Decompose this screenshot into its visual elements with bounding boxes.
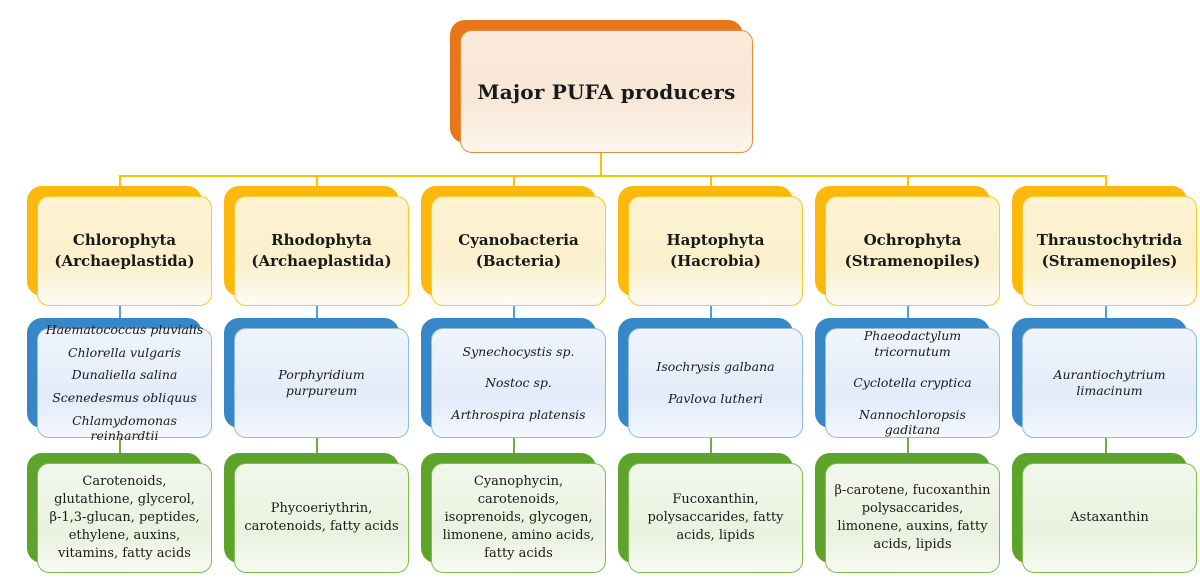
species-name: Chlamydomonas reinhardtii: [72, 412, 177, 444]
species-card: Porphyridium purpureum: [234, 328, 409, 438]
species-node-rhodophyta: Porphyridium purpureum: [224, 318, 409, 438]
connector-stub-green: [513, 437, 515, 454]
taxon-group: (Hacrobia): [669, 252, 762, 270]
species-node-thraustochytrida: Aurantiochytrium limacinum: [1012, 318, 1197, 438]
compounds-card: Fucoxanthin, polysaccarides, fatty acids…: [628, 463, 803, 573]
species-node-chlorophyta: Haematococcus pluvialis Chlorella vulgar…: [27, 318, 212, 443]
species-name: Dunaliella salina: [71, 367, 178, 383]
compounds-node-haptophyta: Fucoxanthin, polysaccarides, fatty acids…: [618, 453, 803, 573]
compounds-node-rhodophyta: Phycoeriythrin, carotenoids, fatty acids: [224, 453, 409, 573]
connector-stub-gold: [1105, 176, 1107, 187]
connector-stub-blue: [710, 305, 712, 319]
species-node-haptophyta: Isochrysis galbana Pavlova lutheri: [618, 318, 803, 438]
compounds-text: Cyanophycin, carotenoids, isoprenoids, g…: [442, 474, 595, 561]
species-name: Scenedesmus obliquus: [52, 390, 197, 405]
species-name: Nostoc sp.: [485, 375, 552, 391]
connector-stub-gold: [119, 176, 121, 187]
connector-stub-blue: [513, 305, 515, 319]
root-node: Major PUFA producers: [450, 20, 753, 153]
taxon-group: (Archaeplastida): [251, 252, 392, 270]
connector-stub-green: [119, 437, 121, 454]
compounds-text: Carotenoids, glutathione, glycerol, β-1,…: [49, 474, 200, 561]
compounds-text: Astaxanthin: [1070, 510, 1149, 526]
compounds-node-thraustochytrida: Astaxanthin: [1012, 453, 1197, 573]
connector-stub-blue: [907, 305, 909, 319]
compounds-text: β-carotene, fucoxanthin polysaccarides, …: [834, 483, 991, 552]
compounds-card: Phycoeriythrin, carotenoids, fatty acids: [234, 463, 409, 573]
compounds-text: Fucoxanthin, polysaccarides, fatty acids…: [647, 492, 784, 543]
connector-crossbar: [119, 175, 1107, 177]
species-name: Synechocystis sp.: [462, 343, 575, 359]
compounds-node-cyanobacteria: Cyanophycin, carotenoids, isoprenoids, g…: [421, 453, 606, 573]
connector-stub-blue: [1105, 305, 1107, 319]
species-card: Aurantiochytrium limacinum: [1022, 328, 1197, 438]
taxon-node-rhodophyta: Rhodophyta (Archaeplastida): [224, 186, 409, 306]
diagram-title: Major PUFA producers: [477, 79, 736, 104]
connector-root-trunk: [600, 152, 602, 176]
taxon-group: (Archaeplastida): [54, 252, 195, 270]
taxon-node-ochrophyta: Ochrophyta (Stramenopiles): [815, 186, 1000, 306]
connector-stub-gold: [907, 176, 909, 187]
taxon-group: (Stramenopiles): [1041, 252, 1178, 270]
root-node-card: Major PUFA producers: [460, 30, 753, 153]
taxon-card: Chlorophyta (Archaeplastida): [37, 196, 212, 306]
species-name: Isochrysis galbana: [656, 359, 775, 375]
taxon-name: Haptophyta: [666, 231, 765, 249]
species-name: Pavlova lutheri: [668, 391, 763, 406]
species-name: Nannochloropsis gaditana: [859, 406, 966, 438]
compounds-node-ochrophyta: β-carotene, fucoxanthin polysaccarides, …: [815, 453, 1000, 573]
connector-stub-green: [1105, 437, 1107, 454]
taxon-node-cyanobacteria: Cyanobacteria (Bacteria): [421, 186, 606, 306]
taxon-node-haptophyta: Haptophyta (Hacrobia): [618, 186, 803, 306]
taxon-name: Cyanobacteria: [458, 231, 579, 249]
connector-stub-blue: [119, 305, 121, 319]
connector-stub-green: [907, 437, 909, 454]
taxon-card: Haptophyta (Hacrobia): [628, 196, 803, 306]
species-node-cyanobacteria: Synechocystis sp. Nostoc sp. Arthrospira…: [421, 318, 606, 438]
taxon-card: Thraustochytrida (Stramenopiles): [1022, 196, 1197, 306]
taxon-node-thraustochytrida: Thraustochytrida (Stramenopiles): [1012, 186, 1197, 306]
compounds-text: Phycoeriythrin, carotenoids, fatty acids: [244, 501, 399, 534]
compounds-card: Cyanophycin, carotenoids, isoprenoids, g…: [431, 463, 606, 573]
species-name: Aurantiochytrium limacinum: [1053, 367, 1166, 398]
species-card: Haematococcus pluvialis Chlorella vulgar…: [37, 322, 212, 443]
taxon-name: Ochrophyta: [863, 231, 962, 249]
taxon-name: Rhodophyta: [271, 231, 372, 249]
species-name: Cyclotella cryptica: [853, 375, 972, 391]
taxon-node-chlorophyta: Chlorophyta (Archaeplastida): [27, 186, 212, 306]
connector-stub-gold: [710, 176, 712, 187]
species-node-ochrophyta: Phaeodactylum tricornutum Cyclotella cry…: [815, 318, 1000, 438]
species-card: Isochrysis galbana Pavlova lutheri: [628, 328, 803, 438]
connector-stub-gold: [316, 176, 318, 187]
compounds-node-chlorophyta: Carotenoids, glutathione, glycerol, β-1,…: [27, 453, 212, 573]
taxon-group: (Stramenopiles): [844, 252, 981, 270]
taxon-name: Thraustochytrida: [1036, 231, 1183, 249]
connector-stub-gold: [513, 176, 515, 187]
taxon-card: Ochrophyta (Stramenopiles): [825, 196, 1000, 306]
species-card: Phaeodactylum tricornutum Cyclotella cry…: [825, 328, 1000, 438]
species-name: Haematococcus pluvialis: [45, 322, 204, 338]
taxon-group: (Bacteria): [475, 252, 562, 270]
taxon-card: Cyanobacteria (Bacteria): [431, 196, 606, 306]
compounds-card: Carotenoids, glutathione, glycerol, β-1,…: [37, 463, 212, 573]
compounds-card: β-carotene, fucoxanthin polysaccarides, …: [825, 463, 1000, 573]
taxon-card: Rhodophyta (Archaeplastida): [234, 196, 409, 306]
connector-stub-green: [316, 437, 318, 454]
species-name: Chlorella vulgaris: [68, 344, 181, 360]
connector-stub-green: [710, 437, 712, 454]
species-name: Porphyridium purpureum: [278, 367, 365, 398]
connector-stub-blue: [316, 305, 318, 319]
taxon-name: Chlorophyta: [72, 231, 177, 249]
compounds-card: Astaxanthin: [1022, 463, 1197, 573]
species-name: Arthrospira platensis: [451, 406, 586, 422]
species-name: Phaeodactylum tricornutum: [863, 327, 962, 359]
species-card: Synechocystis sp. Nostoc sp. Arthrospira…: [431, 328, 606, 438]
